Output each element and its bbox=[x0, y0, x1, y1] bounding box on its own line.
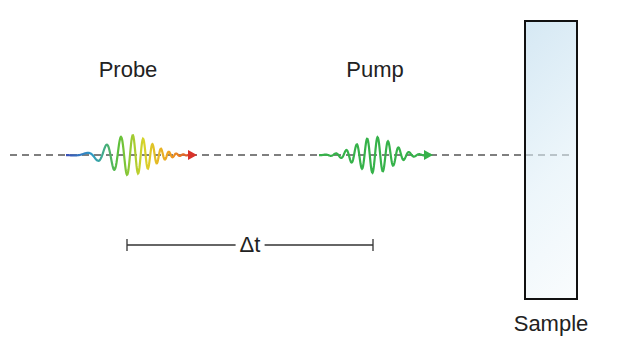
pump-arrowhead bbox=[424, 150, 433, 160]
sample-slab: Sample bbox=[524, 20, 578, 300]
delay-tick bbox=[372, 239, 373, 251]
sample-label: Sample bbox=[514, 312, 589, 336]
pump-pulse bbox=[319, 137, 431, 173]
pulse-label: Pump bbox=[346, 58, 403, 82]
probe-pulse bbox=[66, 135, 194, 174]
delay-label: Δt bbox=[236, 233, 265, 257]
delay-tick bbox=[126, 239, 127, 251]
probe-arrowhead bbox=[188, 150, 197, 160]
pulse-label: Probe bbox=[99, 58, 158, 82]
